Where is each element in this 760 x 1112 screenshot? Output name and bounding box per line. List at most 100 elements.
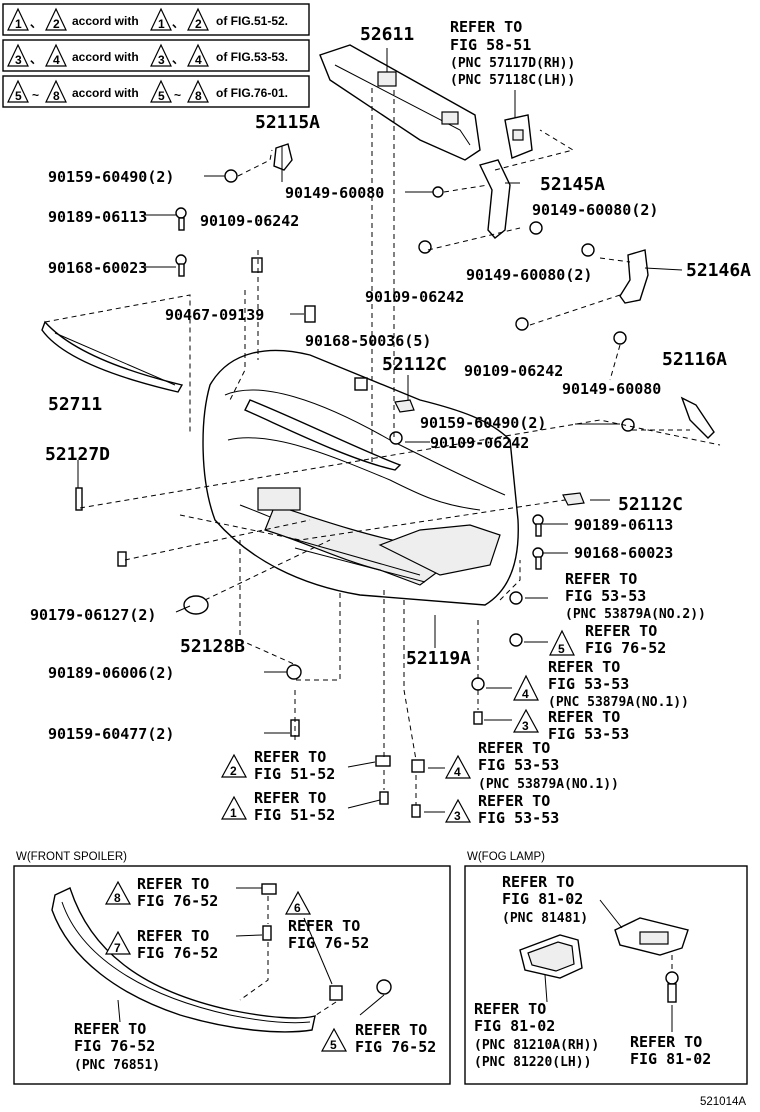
refer-a: REFER TO FIG 53-53 (PNC 53879A(NO.2)) xyxy=(565,570,706,622)
svg-text:FIG 53-53: FIG 53-53 xyxy=(478,756,559,774)
svg-text:REFER TO: REFER TO xyxy=(137,927,209,945)
svg-text:(PNC 53879A(NO.1)): (PNC 53879A(NO.1)) xyxy=(548,695,689,710)
svg-text:FIG 76-52: FIG 76-52 xyxy=(137,892,218,910)
spoiler-box xyxy=(13,865,451,1085)
refer-e: 2 REFER TO FIG 51-52 xyxy=(220,748,335,783)
part-52112c-top: 52112C xyxy=(382,354,447,375)
fastener-label: 90109-06242 xyxy=(200,212,299,230)
svg-text:REFER TO: REFER TO xyxy=(548,708,620,726)
svg-text:REFER TO: REFER TO xyxy=(478,792,550,810)
fog-refer-2: REFER TO FIG 81-02 (PNC 81210A(RH)) (PNC… xyxy=(474,1000,599,1070)
svg-text:3: 3 xyxy=(158,53,165,67)
spoiler-title: W(FRONT SPOILER) xyxy=(16,851,127,863)
svg-text:5: 5 xyxy=(15,89,22,103)
svg-text:REFER TO: REFER TO xyxy=(474,1000,546,1018)
svg-text:REFER TO: REFER TO xyxy=(585,622,657,640)
fastener-label: 90189-06113 xyxy=(48,208,147,226)
spoiler-refer-7: 7 REFER TO FIG 76-52 xyxy=(104,927,218,962)
svg-text:3: 3 xyxy=(522,719,529,733)
fastener-label: 90159-60477(2) xyxy=(48,725,174,743)
svg-text:REFER TO: REFER TO xyxy=(630,1033,702,1051)
part-52119a: 52119A xyxy=(406,648,471,669)
svg-text:~: ~ xyxy=(32,88,39,102)
svg-text:(PNC 57117D(RH)): (PNC 57117D(RH)) xyxy=(450,56,575,71)
part-52146a: 52146A xyxy=(686,260,751,281)
svg-text:REFER TO: REFER TO xyxy=(254,748,326,766)
svg-text:3: 3 xyxy=(15,53,22,67)
svg-text:~: ~ xyxy=(174,88,181,102)
spoiler-fasteners xyxy=(261,883,392,1001)
svg-text:6: 6 xyxy=(294,901,301,915)
svg-text:2: 2 xyxy=(195,17,202,31)
fastener-label: 90159-60490(2) xyxy=(48,168,174,186)
svg-text:1: 1 xyxy=(15,17,22,31)
svg-text:、: 、 xyxy=(30,52,42,66)
svg-text:(PNC 76851): (PNC 76851) xyxy=(74,1058,160,1073)
svg-text:8: 8 xyxy=(195,89,202,103)
fastener-label: 90149-60080 xyxy=(562,380,661,398)
fastener-label: 90179-06127(2) xyxy=(30,606,156,624)
fastener-label: 90149-60080(2) xyxy=(466,266,592,284)
svg-text:accord with: accord with xyxy=(72,14,139,28)
svg-text:REFER TO: REFER TO xyxy=(502,873,574,891)
front-spoiler xyxy=(51,887,316,1033)
refer-g: 1 REFER TO FIG 51-52 xyxy=(220,789,335,824)
svg-text:FIG 76-52: FIG 76-52 xyxy=(585,639,666,657)
note-box-1: 1 、 2 accord with 1 、 2 of FIG.51-52. xyxy=(2,3,310,36)
svg-text:3: 3 xyxy=(454,809,461,823)
fog-title: W(FOG LAMP) xyxy=(467,851,545,863)
svg-text:REFER TO: REFER TO xyxy=(355,1021,427,1039)
svg-text:REFER TO: REFER TO xyxy=(450,18,522,36)
bracket-52115a xyxy=(273,143,293,171)
retainer-52112c-bottom xyxy=(562,492,585,506)
retainer-52112c-top xyxy=(394,399,415,413)
svg-text:FIG 51-52: FIG 51-52 xyxy=(254,806,335,824)
svg-text:REFER TO: REFER TO xyxy=(74,1020,146,1038)
fog-refer-1: REFER TO FIG 81-02 (PNC 81481) xyxy=(502,873,588,926)
bracket-52145a xyxy=(479,159,511,239)
grille-strip-52711 xyxy=(41,320,184,393)
part-52611: 52611 xyxy=(360,24,414,45)
refer-d: 3 REFER TO FIG 53-53 xyxy=(512,708,629,743)
svg-text:4: 4 xyxy=(454,765,461,779)
svg-text:1: 1 xyxy=(158,17,165,31)
svg-text:REFER TO: REFER TO xyxy=(254,789,326,807)
svg-text:2: 2 xyxy=(53,17,60,31)
refer-h: 3 REFER TO FIG 53-53 xyxy=(444,792,559,827)
svg-text:FIG 76-52: FIG 76-52 xyxy=(137,944,218,962)
svg-text:(PNC 53879A(NO.1)): (PNC 53879A(NO.1)) xyxy=(478,777,619,792)
note-box-3: 5 ~ 8 accord with 5 ~ 8 of FIG.76-01. xyxy=(2,75,310,108)
bracket-52116a xyxy=(680,396,715,439)
note-box-2: 3 、 4 accord with 3 、 4 of FIG.53-53. xyxy=(2,39,310,72)
svg-text:FIG 58-51: FIG 58-51 xyxy=(450,36,531,54)
svg-text:FIG 53-53: FIG 53-53 xyxy=(548,675,629,693)
svg-text:REFER TO: REFER TO xyxy=(137,875,209,893)
svg-text:、: 、 xyxy=(172,52,184,66)
svg-text:of FIG.53-53.: of FIG.53-53. xyxy=(216,50,288,64)
svg-text:5: 5 xyxy=(558,642,565,656)
fog-box xyxy=(464,865,748,1085)
bracket-52146a xyxy=(619,249,649,304)
svg-text:REFER TO: REFER TO xyxy=(548,658,620,676)
svg-text:FIG 81-02: FIG 81-02 xyxy=(630,1050,711,1068)
refer-c: 4 REFER TO FIG 53-53 (PNC 53879A(NO.1)) xyxy=(513,658,689,710)
fastener-label: 90168-50036(5) xyxy=(305,332,431,350)
clip-52127d xyxy=(75,487,83,511)
refer-f: 4 REFER TO FIG 53-53 (PNC 53879A(NO.1)) xyxy=(444,739,619,792)
svg-text:accord with: accord with xyxy=(72,86,139,100)
spoiler-refer-main: REFER TO FIG 76-52 (PNC 76851) xyxy=(74,1020,160,1073)
svg-text:FIG 81-02: FIG 81-02 xyxy=(502,890,583,908)
svg-text:(PNC 57118C(LH)): (PNC 57118C(LH)) xyxy=(450,73,575,88)
bracket-57117d xyxy=(504,114,533,159)
fastener-label: 90467-09139 xyxy=(165,306,264,324)
part-52711: 52711 xyxy=(48,394,102,415)
svg-text:(PNC 81220(LH)): (PNC 81220(LH)) xyxy=(474,1055,591,1070)
svg-text:1: 1 xyxy=(230,806,237,820)
svg-text:、: 、 xyxy=(172,16,184,30)
bumper-reinforcement xyxy=(319,44,481,161)
fastener-label: 90109-06242 xyxy=(365,288,464,306)
svg-text:accord with: accord with xyxy=(72,50,139,64)
assembly-dashes xyxy=(79,88,721,805)
svg-text:REFER TO: REFER TO xyxy=(288,917,360,935)
